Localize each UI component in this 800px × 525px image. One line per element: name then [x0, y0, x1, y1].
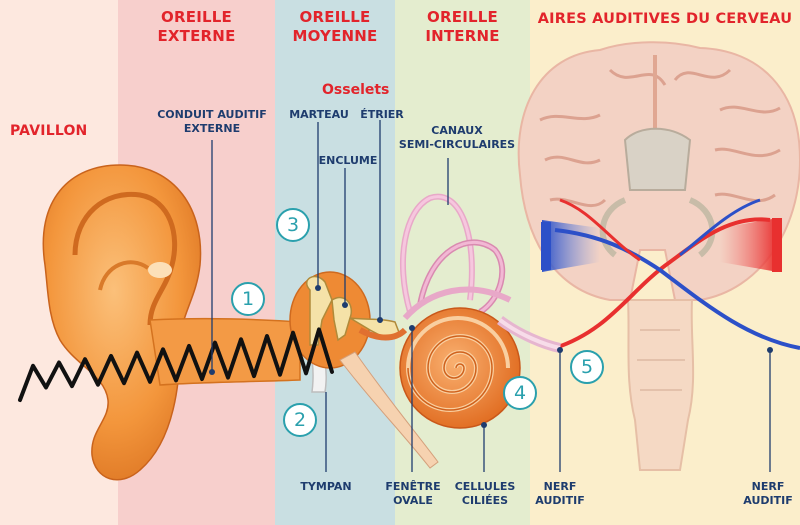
step-marker-3: 3 [276, 208, 310, 242]
step-marker-1: 1 [231, 282, 265, 316]
header-pavillon: PAVILLON [10, 123, 88, 139]
pinna-illustration [42, 164, 202, 481]
label-canaux: CANAUX SEMI-CIRCULAIRES [398, 124, 516, 151]
header-aires-auditives: AIRES AUDITIVES DU CERVEAU [537, 11, 793, 27]
semicircular-canals-illustration [399, 193, 512, 321]
label-marteau: MARTEAU [289, 108, 349, 121]
step-marker-4: 4 [503, 376, 537, 410]
brain-illustration [517, 41, 800, 471]
cochlea-illustration [399, 307, 521, 429]
label-fenetre-ovale: FENÊTRE OVALE [385, 480, 441, 507]
leader-dots [209, 285, 773, 428]
label-tympan: TYMPAN [300, 480, 352, 493]
auditory-nerve-illustration [497, 315, 562, 353]
header-oreille-moyenne: OREILLE MOYENNE [292, 8, 378, 45]
label-etrier: ÉTRIER [360, 108, 404, 121]
step-marker-2: 2 [283, 403, 317, 437]
ossicles-illustration [289, 271, 408, 369]
eustachian-tube-illustration [339, 351, 439, 469]
header-oreille-interne: OREILLE INTERNE [425, 8, 500, 45]
label-conduit-auditif: CONDUIT AUDITIF EXTERNE [157, 108, 267, 135]
label-cellules-ciliees: CELLULES CILIÉES [454, 480, 516, 507]
step-marker-5: 5 [570, 350, 604, 384]
leader-lines [211, 120, 771, 472]
label-osselets: Osselets [322, 82, 390, 98]
label-nerf-auditif-right: NERF AUDITIF [743, 480, 793, 507]
label-nerf-auditif-left: NERF AUDITIF [535, 480, 585, 507]
label-enclume: ENCLUME [318, 154, 378, 167]
zone-oreille-moyenne [275, 0, 395, 525]
header-oreille-externe: OREILLE EXTERNE [157, 8, 236, 45]
sound-wave [18, 327, 334, 402]
